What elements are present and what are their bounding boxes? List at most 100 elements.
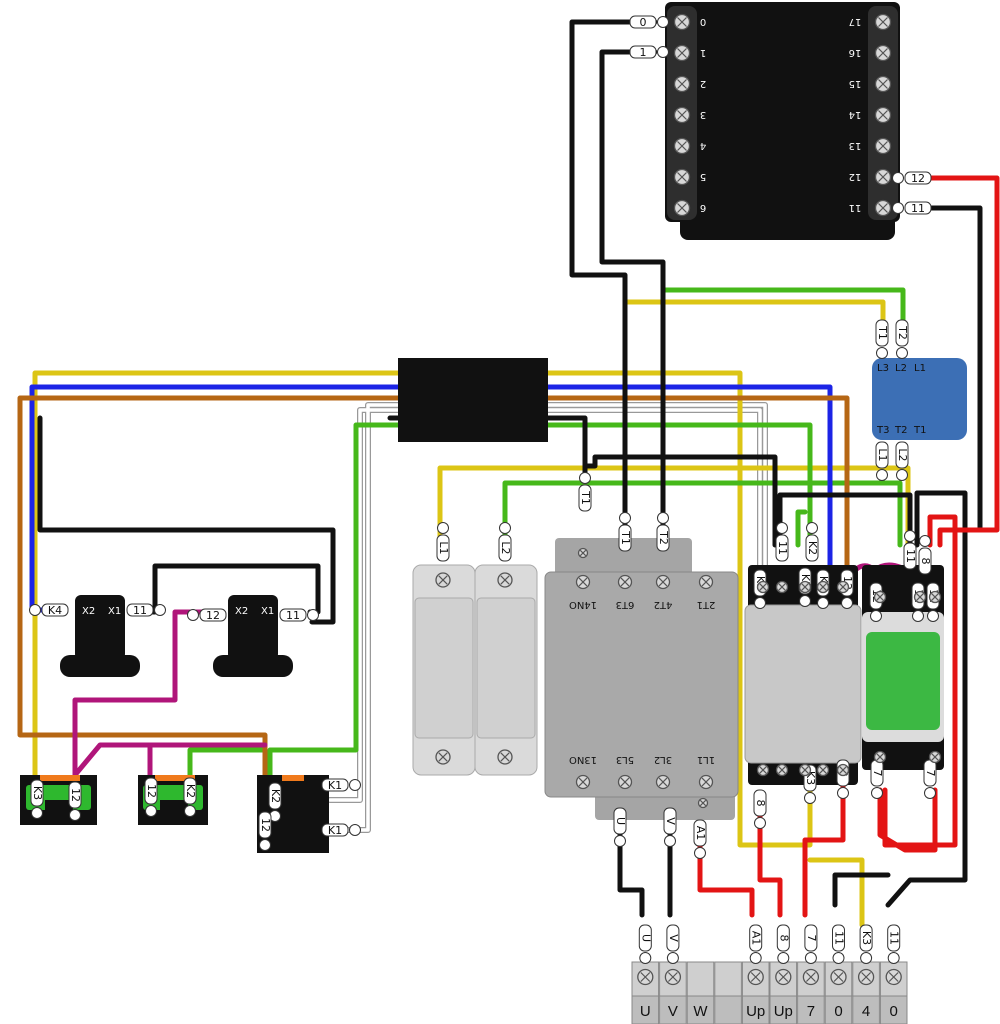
svg-text:L2: L2 [895, 363, 907, 374]
switch-right-tag-12-label: 12 [206, 609, 220, 622]
relay-label-t1: T1 [913, 425, 926, 436]
aux-top-screw-icon [836, 580, 850, 594]
switch-right-tag-11: 11 [279, 608, 319, 622]
aux-bottom-screw-icon [798, 763, 812, 777]
contactor-screw-icon [698, 574, 714, 590]
terminal-screw-icon [664, 968, 682, 986]
terminal-cell: 0 [879, 961, 908, 1024]
terminal-cell: V [659, 961, 687, 1024]
terminal-tag: 7 [804, 924, 818, 964]
fuse-screw-icon [497, 749, 513, 765]
contactor-tag-t1a-label: T1 [579, 490, 592, 505]
wire-black [569, 19, 658, 528]
terminal-screw-icon [830, 968, 847, 986]
wire-green [187, 747, 268, 778]
terminal-cell: 0 [824, 961, 853, 1024]
terminal-cell: 7 [797, 961, 825, 1024]
contactor-top-label: 2T1 [697, 599, 716, 610]
terminal-screw-icon [802, 968, 820, 986]
wire-red [802, 772, 846, 918]
wire-yellow [437, 465, 911, 551]
switch-left-tag-k4-label: K4 [48, 604, 62, 617]
svg-text:X1: X1 [108, 606, 121, 617]
aux-top-screw-icon [816, 580, 830, 594]
plc-right-number: 16 [849, 47, 862, 58]
contactor-small-screw-icon [697, 797, 709, 809]
aux-bottom-screw-icon [816, 763, 830, 777]
fuse-screw-icon [435, 572, 451, 588]
aux-bottom-screw-icon [775, 763, 789, 777]
switch-left[interactable]: X2 X1 [60, 595, 140, 677]
relay-label-l2: L2 [895, 363, 907, 374]
wire-green [795, 509, 808, 548]
plc-left-number: 2 [700, 78, 706, 89]
wire-green [502, 480, 903, 551]
plc-left-screw-icon [673, 199, 691, 217]
contactor-tag-a1-label: A1 [694, 826, 707, 841]
terminal-tag: 8 [776, 924, 790, 964]
aux-tag-8a: 8 [753, 789, 767, 829]
terminal-label: U [640, 1003, 651, 1020]
plc-left-number: 6 [700, 202, 706, 213]
aux-tag-8a-label: 8 [754, 800, 767, 807]
contactor-tag-t1a: T1 [578, 472, 592, 512]
plc-tag-11: 11 [892, 201, 932, 215]
terminal-label: 0 [834, 1003, 842, 1020]
terminal-cell: U [631, 961, 660, 1024]
wire-green [267, 422, 813, 793]
switch-left-x2: X2 [82, 606, 95, 617]
aux-tag-k2b-label: K2 [806, 541, 819, 555]
fuse-screw-icon [497, 572, 513, 588]
contactor-screw-icon [617, 574, 633, 590]
plc-left-screw-icon [673, 106, 691, 124]
button3-tag-12-label: 12 [259, 818, 272, 832]
relay-tag-t1-label: T1 [876, 325, 889, 340]
pilot-tag-11-label: 11 [904, 549, 917, 563]
switch-right-x2: X2 [235, 606, 248, 617]
contactor-screw-icon [698, 774, 714, 790]
plc-left-screw-icon [673, 13, 691, 31]
terminal-tag: K3 [859, 924, 873, 964]
aux-top-screw-icon [775, 580, 789, 594]
terminal-tag-label: K3 [860, 931, 873, 945]
fuse-tag-l1-label: L1 [437, 541, 450, 554]
switch-left-tag-k4: K4 [29, 603, 69, 617]
fuse-tag-l2: L2 [498, 522, 512, 562]
pilot-tag-7a: 7 [870, 759, 884, 799]
button1-tag-12-label: 12 [69, 788, 82, 802]
contactor-tag-a1: A1 [693, 819, 707, 859]
pilot-bottom-screw-icon [928, 750, 942, 764]
aux-relay [744, 565, 862, 785]
terminal-label: 0 [890, 1003, 898, 1020]
switch-right[interactable]: X2 X1 [213, 595, 293, 677]
wire-black [617, 827, 645, 918]
switch-right-x1: X1 [261, 606, 274, 617]
plc-right-number: 13 [849, 140, 862, 151]
terminal-tag-label: 7 [805, 935, 818, 942]
terminal-tag: A1 [749, 924, 763, 964]
svg-text:T3: T3 [876, 425, 889, 436]
relay-label-t2: T2 [894, 425, 907, 436]
plc-tag-1: 1 [629, 45, 669, 59]
switch-right-tag-11-label: 11 [286, 609, 300, 622]
contactor-screw-icon [655, 574, 671, 590]
plc-right-screw-icon [874, 106, 892, 124]
plc-tag-0-label: 0 [640, 16, 647, 29]
relay-tag-l1-label: L1 [876, 448, 889, 461]
plc-left-screw-icon [673, 75, 691, 93]
switch-left-tag-11: 11 [126, 603, 166, 617]
pilot-tag-7a-label: 7 [871, 770, 884, 777]
terminal-screw-icon [885, 968, 902, 986]
wire-magenta [72, 609, 208, 778]
switch-left-tag-11-label: 11 [133, 604, 147, 617]
aux-bottom-screw-icon [836, 763, 850, 777]
plc-tag-11-label: 11 [911, 202, 925, 215]
contactor-screw-icon [655, 774, 671, 790]
wire-black [777, 492, 913, 548]
plc-tag-0: 0 [629, 15, 669, 29]
plc-left-number: 3 [700, 109, 706, 120]
plc-right-screw-icon [874, 44, 892, 62]
terminal-tag-label: U [639, 934, 652, 942]
wire-yellow [807, 857, 865, 928]
